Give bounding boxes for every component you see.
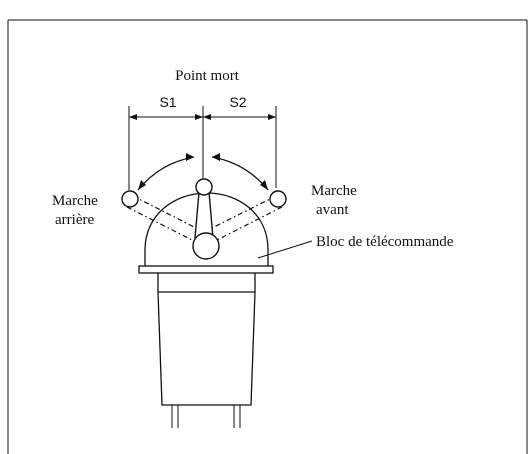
forward-position-knob <box>269 190 287 208</box>
reverse-label-line2: arrière <box>55 212 94 228</box>
arrowhead <box>260 180 268 190</box>
reverse-position-knob <box>121 190 139 208</box>
arrowhead <box>203 114 211 120</box>
arrowhead <box>129 114 137 120</box>
arrowhead <box>212 153 220 161</box>
lever-neutral <box>192 178 220 260</box>
lever-alt-positions <box>121 190 287 243</box>
s1-label: S1 <box>159 94 176 110</box>
neutral-knob <box>195 178 213 196</box>
s2-label: S2 <box>229 94 246 110</box>
arrowhead <box>186 153 194 161</box>
lever-pivot <box>192 232 220 260</box>
forward-label-line1: Marche <box>311 183 357 199</box>
swing-arc <box>137 153 269 191</box>
arrowhead <box>138 180 146 190</box>
dimension-lines <box>128 106 277 190</box>
remote-block-label: Bloc de télécommande <box>316 234 454 250</box>
arrowhead <box>195 114 203 120</box>
arrowhead <box>268 114 276 120</box>
flange-plate <box>138 265 274 274</box>
diagram-frame <box>7 19 528 454</box>
reverse-label-line1: Marche <box>52 193 98 209</box>
control-body <box>157 273 256 406</box>
neutral-label: Point mort <box>175 68 240 84</box>
forward-label-line2: avant <box>316 202 349 218</box>
cable-outlets <box>171 405 241 428</box>
remote-block-leader <box>257 240 313 259</box>
